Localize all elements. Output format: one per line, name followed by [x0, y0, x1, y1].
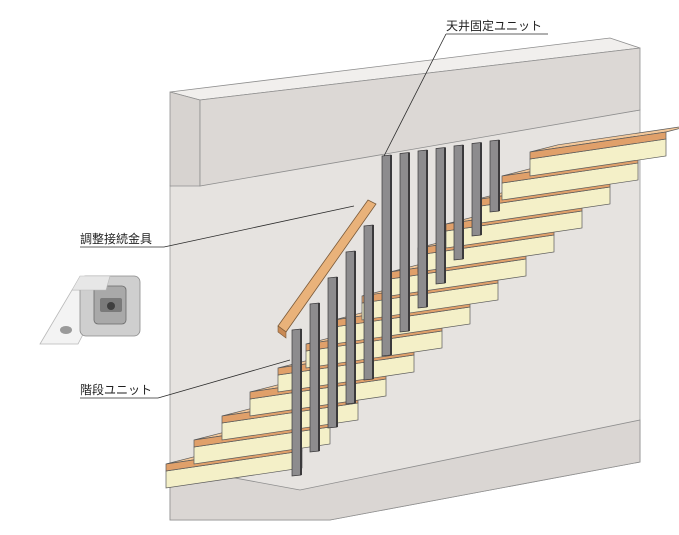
- baluster-panel: [471, 142, 482, 237]
- callout-ceiling-unit: 天井固定ユニット: [383, 18, 548, 157]
- callout-adjusting-bracket: 調整接続金具: [80, 205, 355, 248]
- baluster-panel: [309, 302, 320, 453]
- baluster-panel: [435, 147, 446, 285]
- stair-side-block: [169, 419, 641, 521]
- baluster-panel: [345, 250, 356, 405]
- baluster-panel: [381, 154, 392, 357]
- baluster-panel: [489, 139, 500, 213]
- adjusting-bracket-image: [39, 275, 141, 345]
- callout-stair-unit: 階段ユニット: [80, 359, 291, 399]
- stair-unit-label: 階段ユニット: [80, 382, 152, 397]
- ceiling-unit-label: 天井固定ユニット: [446, 18, 542, 33]
- baluster-panel: [417, 149, 428, 309]
- baluster-panel: [291, 328, 302, 477]
- ceiling-beam-face: [169, 91, 201, 187]
- stair-tread-edge: [529, 131, 667, 160]
- baluster-panel: [399, 152, 410, 333]
- baluster-panel: [453, 144, 464, 261]
- handrail: [277, 199, 377, 339]
- ceiling-beam-front: [199, 47, 641, 187]
- baluster-panel: [363, 224, 374, 381]
- baluster-panel: [327, 276, 338, 429]
- adjusting-bracket-label: 調整接続金具: [80, 231, 152, 246]
- balusters: [291, 139, 500, 477]
